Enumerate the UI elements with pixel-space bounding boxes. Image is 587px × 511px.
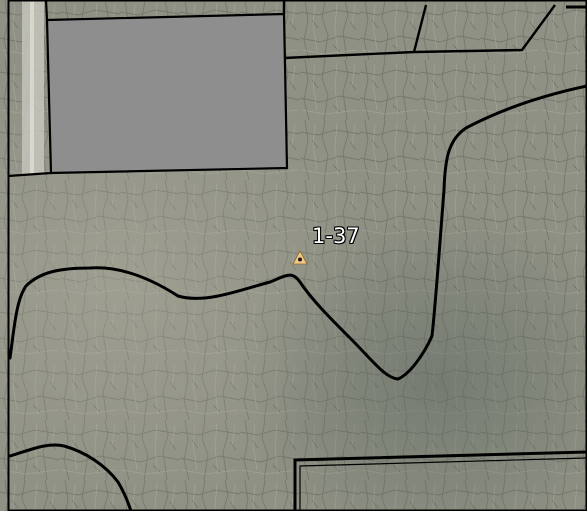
- lower-left-boundary[interactable]: [8, 443, 133, 511]
- road-strip-edge: [30, 0, 34, 175]
- lower-right-parcel[interactable]: [293, 450, 587, 511]
- point-label: 1-37: [312, 224, 360, 248]
- parcel-line-top[interactable]: [282, 0, 556, 60]
- gray-parcel[interactable]: [45, 12, 289, 175]
- parcel-line-left[interactable]: [7, 0, 52, 178]
- winding-boundary[interactable]: [8, 84, 587, 381]
- triangle-marker-icon[interactable]: [292, 250, 308, 265]
- lower-right-parcel-inner: [299, 457, 587, 511]
